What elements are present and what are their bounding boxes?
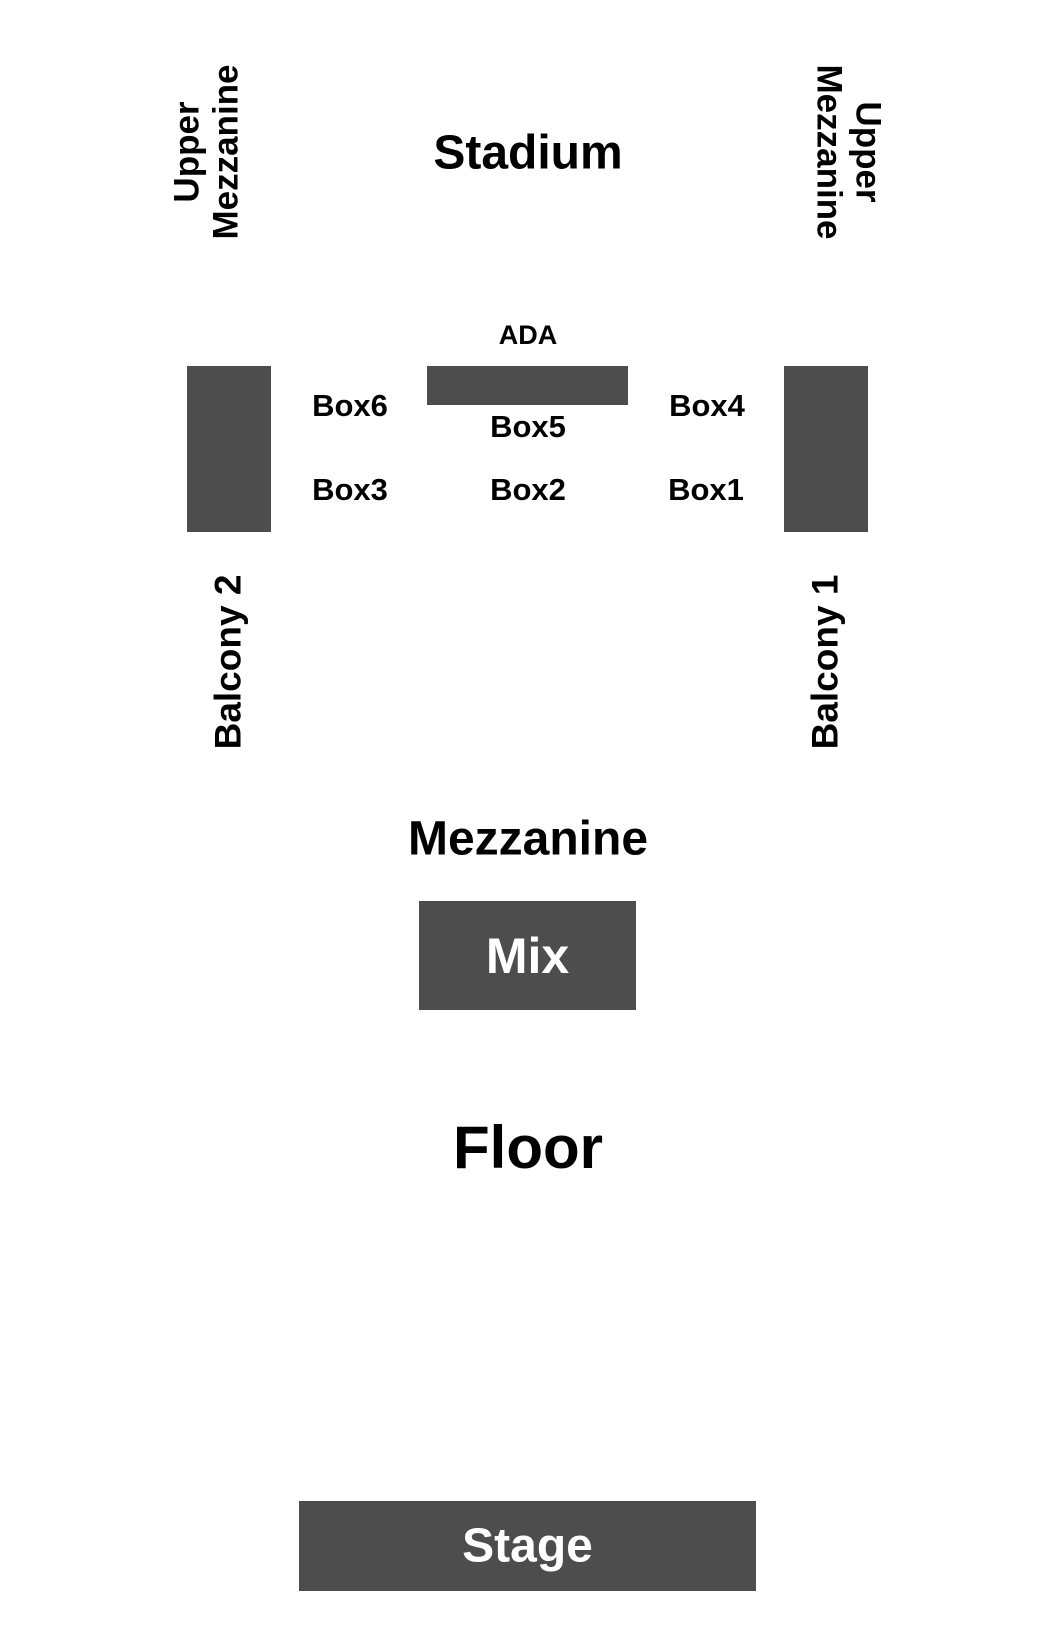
section-mezzanine[interactable]: Mezzanine <box>407 812 649 866</box>
section-stadium[interactable]: Stadium <box>433 126 623 180</box>
section-box1[interactable]: Box1 <box>668 471 744 507</box>
section-floor[interactable]: Floor <box>453 1114 603 1181</box>
upper-mezzanine-right-line2: Mezzanine <box>810 64 849 240</box>
balcony-1-block <box>784 366 868 532</box>
section-box2[interactable]: Box2 <box>490 471 566 507</box>
section-box3[interactable]: Box3 <box>312 471 388 507</box>
section-balcony-2[interactable]: Balcony 2 <box>207 574 249 750</box>
section-upper-mezzanine-left[interactable]: Upper Mezzanine <box>167 64 246 240</box>
section-box6[interactable]: Box6 <box>312 387 388 423</box>
section-ada[interactable]: ADA <box>498 320 558 351</box>
stage-label: Stage <box>462 1519 593 1573</box>
section-box5[interactable]: Box5 <box>490 408 566 444</box>
mix-block: Mix <box>419 901 636 1010</box>
upper-mezzanine-left-line1: Upper <box>167 101 207 203</box>
stage-block: Stage <box>299 1501 756 1591</box>
section-box4[interactable]: Box4 <box>669 387 745 423</box>
balcony-2-block <box>187 366 271 532</box>
ada-block <box>427 366 628 405</box>
mix-label: Mix <box>485 927 570 984</box>
upper-mezzanine-right-line1: Upper <box>848 101 888 203</box>
upper-mezzanine-left-line2: Mezzanine <box>206 64 245 240</box>
section-balcony-1[interactable]: Balcony 1 <box>804 574 846 750</box>
section-upper-mezzanine-right[interactable]: Upper Mezzanine <box>810 64 888 240</box>
